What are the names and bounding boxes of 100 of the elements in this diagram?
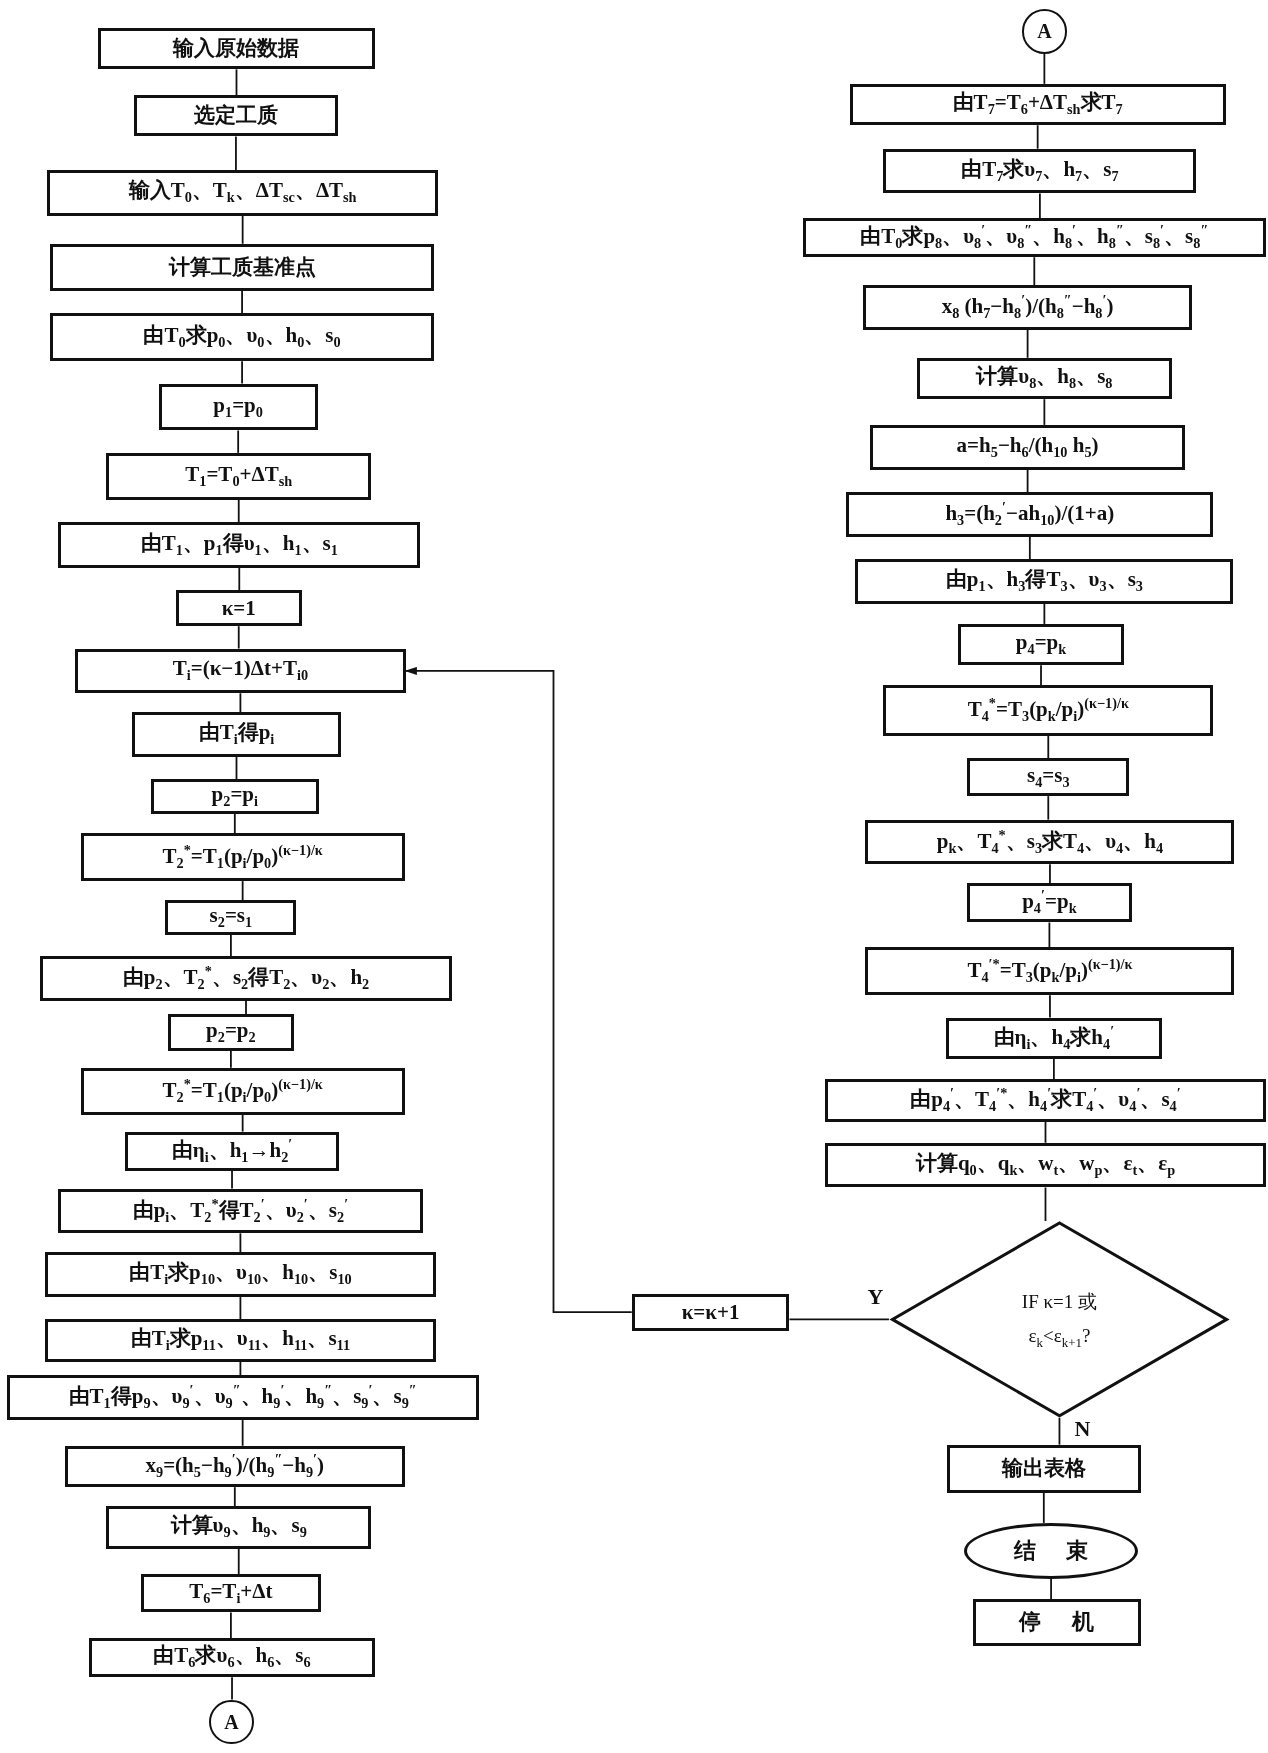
step-text: p$_{2}$=p$_{i}$ [211,783,258,811]
connector-line [1040,664,1042,687]
process-box [855,559,1234,604]
step-text: p$_{2}$=p$_{2}$ [206,1019,256,1047]
step-text: 计算工质基准点 [168,255,316,279]
step-text: κ=1 [221,596,256,620]
step-text: 输入T$_{0}$、T$_{k}$、ΔT$_{sc}$、ΔT$_{sh}$ [128,179,357,207]
step-text: s$_{2}$=s$_{1}$ [209,904,253,931]
connector-line [230,1611,232,1639]
connector-line [238,567,241,592]
process-box [849,83,1226,126]
connector-line [1047,734,1050,759]
connector-line [1036,124,1039,150]
step-text: h$_{3}$=(h$_{2}$$^{′}$−ah$_{10}$)/(1+a) [945,499,1115,529]
decision-diamond [888,1221,1230,1418]
step-text: T$_{4}$$^{*}$=T$_{3}$(p$_{k}$/p$_{i}$)$^{(κ−1)/κ}$ [967,696,1129,725]
process-box [74,648,406,694]
connector-line [1033,256,1036,287]
step-text: 输出表格 [1001,1457,1086,1481]
process-box [883,148,1197,194]
process-box [150,779,319,814]
process-box [869,424,1186,470]
connector-line [245,999,247,1016]
step-text: 由p$_{1}$、h$_{3}$得T$_{3}$、υ$_{3}$、s$_{3}$ [945,568,1143,595]
step-text: T$_{6}$=T$_{i}$+Δt [189,1579,273,1607]
step-text: p$_{4}$=p$_{k}$ [1015,631,1067,659]
step-text: 停机 [1019,1610,1125,1635]
process-box [106,452,372,500]
process-box [50,243,434,291]
connector-line [1028,535,1031,560]
step-text: p$_{1}$=p$_{0}$ [213,393,263,421]
connector-line [231,1676,233,1701]
step-text: 由T$_{i}$求p$_{10}$、υ$_{10}$、h$_{10}$、s$_{10}$ [129,1261,352,1289]
process-box [44,1319,437,1362]
connector-line [239,692,242,714]
connector-line [1048,921,1051,948]
step-text: T$_{i}$=(κ−1)Δt+T$_{i0}$ [172,657,309,685]
process-box [98,27,375,70]
process-box [106,1506,372,1549]
step-text: 由T$_{6}$求υ$_{6}$、h$_{6}$、s$_{6}$ [153,1644,311,1672]
connector-line [1043,52,1046,85]
process-box [802,218,1266,258]
process-box [972,1598,1141,1646]
connector-line [241,1113,244,1133]
process-box [825,1079,1266,1122]
connector-line [1052,1058,1055,1080]
step-text: κ=κ+1 [681,1300,740,1324]
process-box [134,95,338,137]
step-text: 由T$_{7}$=T$_{6}$+ΔT$_{sh}$求T$_{7}$ [952,91,1123,118]
step-text: s$_{4}$=s$_{3}$ [1026,763,1070,791]
connector-line [1026,468,1029,493]
step-text: 输入原始数据 [173,37,300,61]
step-text: 由T$_{i}$得p$_{i}$ [198,721,275,749]
process-box [89,1638,375,1678]
process-box [140,1574,321,1613]
connector-line [1039,192,1041,219]
step-text: T$_{2}$$^{*}$=T$_{1}$(p$_{i}$/p$_{0}$)$^{(κ−1)/κ}$ [162,842,323,872]
connector-line [241,880,244,901]
connector-line [237,429,240,454]
connector-line [1047,795,1050,821]
connector-line [1026,328,1029,359]
process-box [967,883,1132,923]
process-box [631,1293,790,1331]
step-text: 计算q$_{0}$、q$_{k}$、w$_{t}$、w$_{p}$、ε$_{t}$、ε$_{p}$ [915,1151,1176,1179]
connector-line [237,1547,240,1576]
process-box [945,1017,1162,1059]
process-box [967,758,1130,797]
step-text: 计算υ$_{8}$、h$_{8}$、s$_{8}$ [976,365,1113,392]
connector-line [235,135,237,171]
process-box [64,1445,405,1488]
connector-circle [209,1699,254,1745]
connector-line [230,933,232,957]
process-box [6,1375,479,1421]
process-box [916,357,1172,400]
condition-text: IF κ=1 或ε$_{k}$<ε$_{k+1}$? [1020,1289,1099,1352]
connector-line [1043,602,1046,625]
process-box [50,313,434,362]
step-text: 由T$_{1}$、p$_{1}$得υ$_{1}$、h$_{1}$、s$_{1}$ [140,531,338,559]
connector-line [788,1318,890,1321]
step-text: 由T$_{0}$求p$_{0}$、υ$_{0}$、h$_{0}$、s$_{0}$ [143,323,341,351]
connector-line [1049,863,1051,885]
process-box [175,590,302,627]
step-text: T$_{4}$$^{′*}$=T$_{3}$(p$_{k}$/p$_{i}$)$^{(κ−1)/κ}$ [967,956,1133,986]
connector-line [1044,1120,1047,1144]
connector-line [233,813,236,834]
connector-line [231,1169,233,1190]
connector-line [1049,994,1051,1019]
process-box [167,1014,295,1052]
connector-line [1044,1186,1047,1222]
step-text: a=h$_{5}$−h$_{6}$/(h$_{10}$ h$_{5}$) [956,433,1099,461]
connector-line [1043,398,1046,426]
process-box [846,492,1214,537]
connector-line [241,360,243,385]
process-box [46,169,439,216]
step-text: x$_{8}$ (h$_{7}$−h$_{8}$$^{′}$)/(h$_{8}$$^{″}$−h$_{8}$$^{′}$) [941,293,1114,322]
step-text: 结束 [1013,1538,1120,1563]
process-box [80,833,405,882]
connector-line [230,1050,232,1069]
process-box [865,947,1235,996]
connector-line [239,1296,242,1321]
